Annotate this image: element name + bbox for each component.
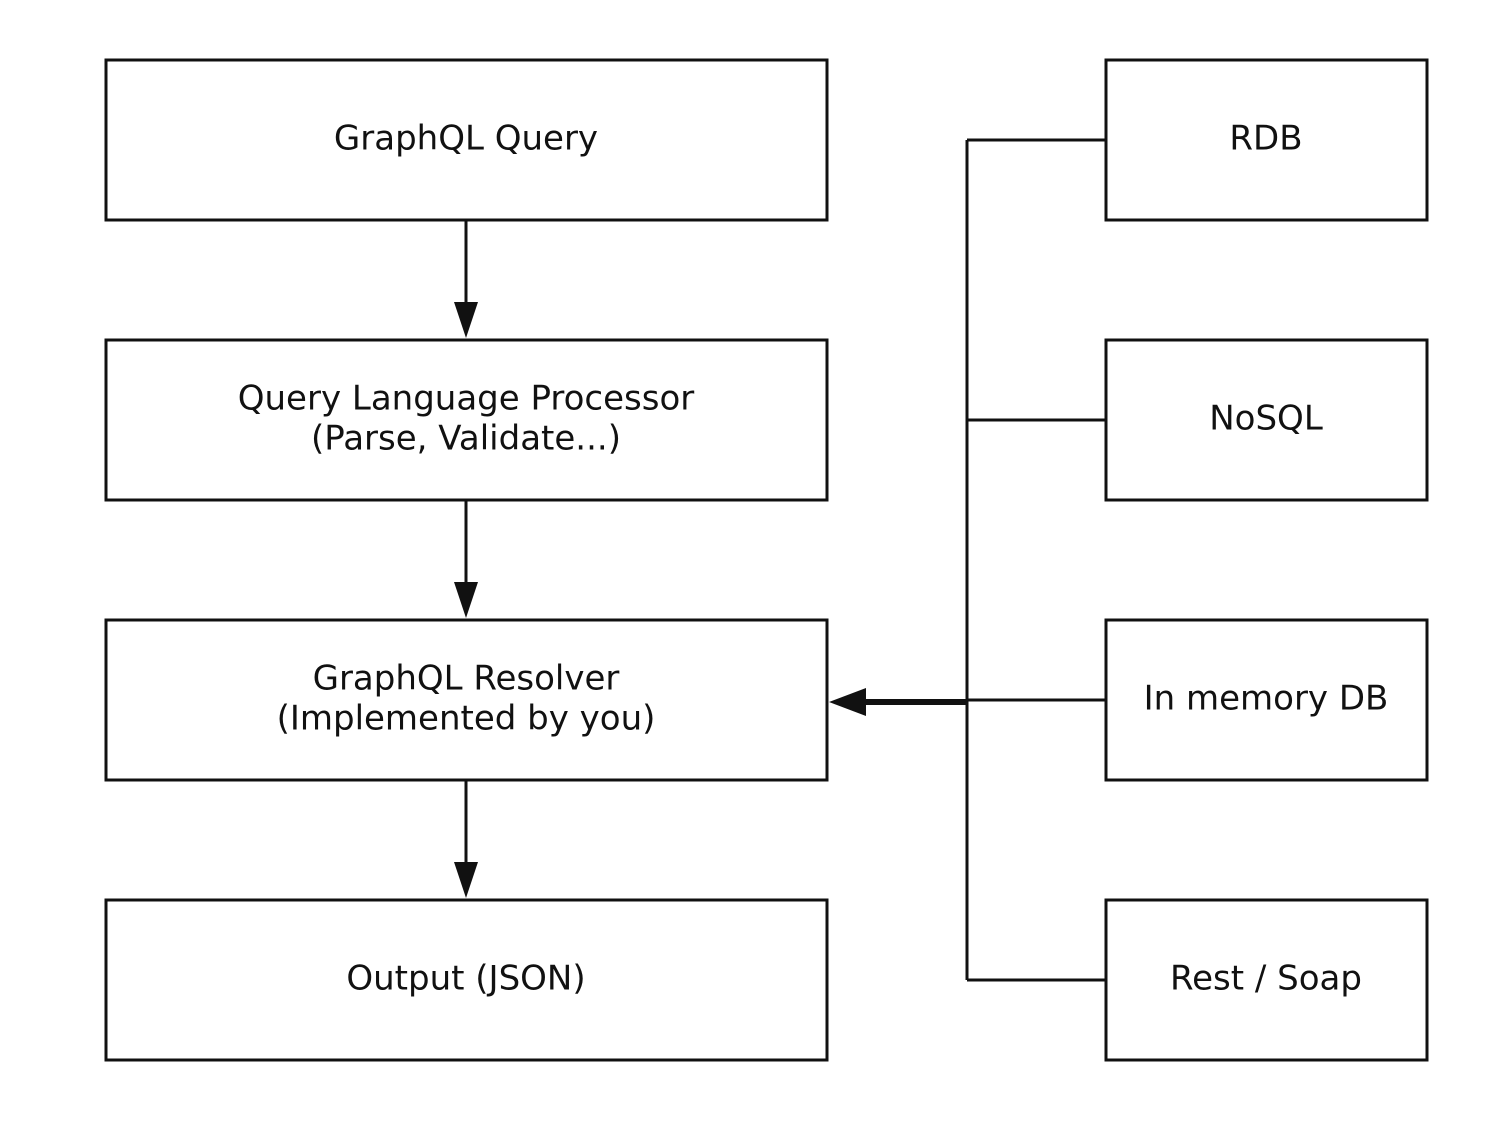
node-output-label: Output (JSON) xyxy=(346,959,585,999)
node-output: Output (JSON) xyxy=(104,898,829,1062)
edge-query-to-processor xyxy=(454,220,478,338)
node-nosql: NoSQL xyxy=(1104,338,1429,502)
node-graphql-query-label: GraphQL Query xyxy=(334,119,598,159)
node-graphql-query-box xyxy=(104,58,829,222)
node-in-memory-db: In memory DB xyxy=(1104,618,1429,782)
edge-sources-to-resolver-arrowhead xyxy=(829,688,866,716)
data-source-connectors xyxy=(965,138,1106,982)
edge-resolver-to-output-arrowhead xyxy=(454,862,478,898)
edge-query-to-processor-arrowhead xyxy=(454,302,478,338)
node-query-processor-label-line1: Query Language Processor xyxy=(238,379,695,419)
node-query-processor-label-line2: (Parse, Validate...) xyxy=(311,419,621,459)
node-graphql-resolver-label-line2: (Implemented by you) xyxy=(277,699,656,739)
node-rest-soap: Rest / Soap xyxy=(1104,898,1429,1062)
node-nosql-box xyxy=(1104,338,1429,502)
node-graphql-resolver-box xyxy=(104,618,829,782)
node-graphql-query: GraphQL Query xyxy=(104,58,829,222)
node-query-processor: Query Language Processor (Parse, Validat… xyxy=(104,338,829,502)
edge-processor-to-resolver xyxy=(454,500,478,618)
node-graphql-resolver: GraphQL Resolver (Implemented by you) xyxy=(104,618,829,782)
edge-resolver-to-output xyxy=(454,780,478,898)
node-rdb-box xyxy=(1104,58,1429,222)
edge-sources-to-resolver xyxy=(829,688,967,716)
node-nosql-label: NoSQL xyxy=(1209,399,1323,439)
node-in-memory-db-label: In memory DB xyxy=(1144,679,1389,719)
node-graphql-resolver-label-line1: GraphQL Resolver xyxy=(313,659,620,699)
node-rdb: RDB xyxy=(1104,58,1429,222)
node-rdb-label: RDB xyxy=(1229,119,1302,159)
node-query-processor-box xyxy=(104,338,829,502)
node-output-box xyxy=(104,898,829,1062)
node-rest-soap-label: Rest / Soap xyxy=(1170,959,1362,999)
node-in-memory-db-box xyxy=(1104,618,1429,782)
edge-processor-to-resolver-arrowhead xyxy=(454,582,478,618)
